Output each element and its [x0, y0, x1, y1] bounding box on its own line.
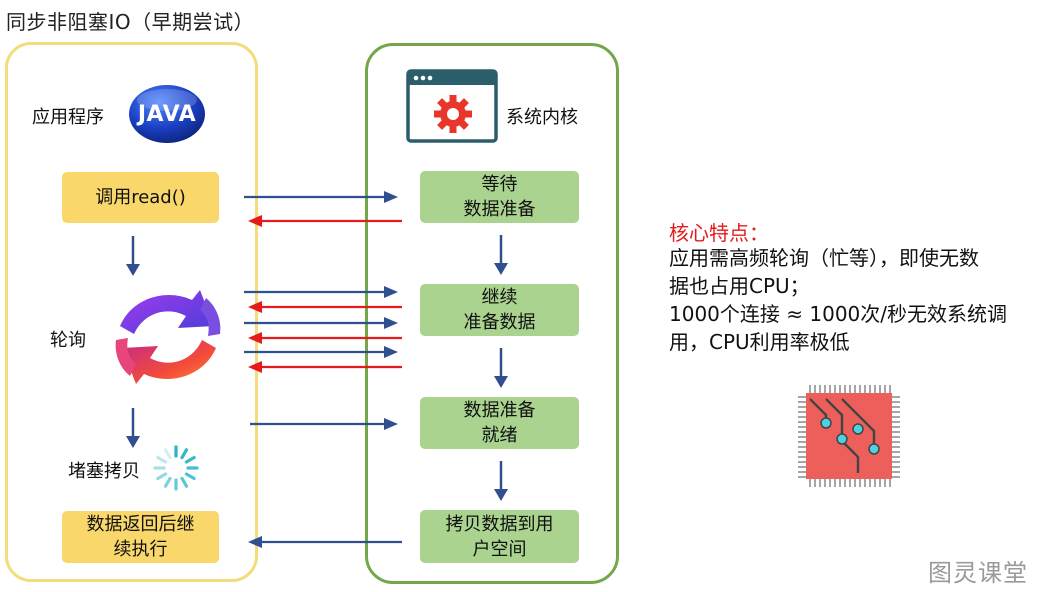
- data-ready-step: 数据准备 就绪: [420, 397, 579, 449]
- copy-to-user-step: 拷贝数据到用 户空间: [420, 510, 579, 563]
- continue-label-line1: 继续: [481, 287, 518, 308]
- ready-label-line2: 就绪: [481, 425, 518, 446]
- arrow-down-icon: [494, 348, 508, 388]
- page-title: 同步非阻塞IO（早期尝试）: [6, 10, 255, 34]
- return-label-line1: 数据返回后继: [86, 514, 195, 535]
- application-label: 应用程序: [32, 107, 104, 128]
- java-logo-icon: [129, 85, 205, 143]
- feature-description: 应用需高频轮询（忙等），即使无数 据也占用CPU； 1000个连接 ≈ 1000…: [669, 244, 1049, 356]
- application-panel: [5, 42, 258, 582]
- call-read-label: 调用read(): [95, 187, 186, 208]
- arrow-down-icon: [494, 461, 508, 501]
- kernel-panel: [365, 43, 619, 584]
- cpu-chip-icon: [798, 385, 900, 487]
- arrow-down-icon: [126, 408, 140, 448]
- continue-prepare-step: 继续 准备数据: [420, 284, 579, 336]
- feature-line3: 1000个连接 ≈ 1000次/秒无效系统调: [669, 302, 1008, 326]
- kernel-window-gear-icon: [406, 69, 498, 143]
- refresh-cycle-icon: [115, 290, 221, 384]
- syscall-arrows: [244, 191, 402, 548]
- loading-spinner-icon: [153, 445, 199, 491]
- watermark: 图灵课堂: [928, 559, 1028, 587]
- return-continue-step: 数据返回后继 续执行: [62, 511, 219, 563]
- kernel-label: 系统内核: [506, 107, 578, 128]
- return-label-line2: 续执行: [113, 539, 168, 560]
- feature-line4: 用，CPU利用率极低: [669, 330, 850, 354]
- continue-label-line2: 准备数据: [463, 312, 536, 333]
- java-logo-text: JAVA: [137, 101, 197, 127]
- copy-label-line1: 拷贝数据到用: [445, 513, 554, 535]
- blocked-copy-label: 堵塞拷贝: [68, 461, 140, 482]
- arrow-down-icon: [494, 235, 508, 275]
- feature-line2: 据也占用CPU；: [669, 274, 810, 298]
- ready-label-line1: 数据准备: [463, 400, 536, 421]
- wait-data-step: 等待 数据准备: [420, 171, 579, 223]
- wait-label-line1: 等待: [481, 174, 518, 195]
- call-read-step: 调用read(): [62, 172, 219, 223]
- arrow-down-icon: [126, 236, 140, 276]
- feature-title: 核心特点：: [669, 221, 769, 245]
- polling-label: 轮询: [50, 330, 86, 351]
- feature-line1: 应用需高频轮询（忙等），即使无数: [669, 246, 979, 270]
- wait-label-line2: 数据准备: [463, 199, 536, 220]
- copy-label-line2: 户空间: [472, 538, 527, 560]
